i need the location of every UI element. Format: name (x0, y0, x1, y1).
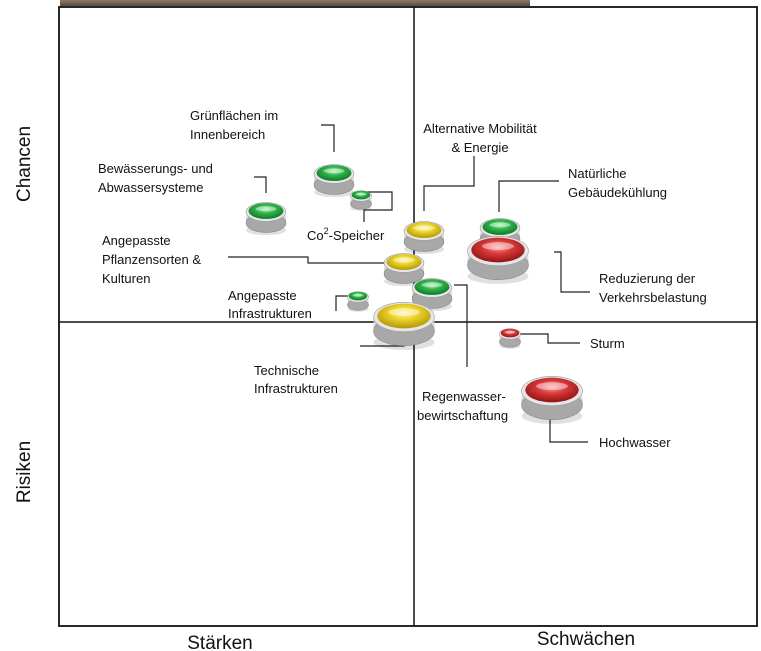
bubble-reduzierung-der-verkehrsbelastung (467, 236, 529, 284)
bubble-bewaesserungs-und-abwassersysteme (245, 202, 287, 236)
bubble-angepasste-infrastrukturen (347, 291, 369, 312)
label-reduzierung-line2: Verkehrsbelastung (599, 290, 707, 305)
label-regenwasser-line2: bewirtschaftung (417, 408, 508, 423)
label-sturm: Sturm (590, 336, 625, 351)
label-infrastrukturen-line1: Angepasste (228, 288, 297, 303)
bubble-disc (248, 203, 284, 219)
bubble-alternative-mobilitaet-energie (403, 221, 445, 255)
bubble-highlight (482, 242, 514, 251)
axis-label-schwaechen: Schwächen (537, 629, 635, 650)
leader-hochwasser (549, 410, 588, 443)
bubble-sturm (499, 328, 521, 349)
bubble-highlight (421, 282, 443, 288)
bubble-highlight (489, 222, 511, 228)
bubble-highlight (352, 293, 364, 297)
bubble-disc (348, 291, 368, 301)
leader-gruenflaechen (321, 124, 335, 152)
chart-frame (58, 6, 758, 627)
leader-infrastrukturen (335, 295, 350, 311)
label-co2-speicher: Co2-Speicher (307, 226, 385, 243)
label-pflanzensorten-line2: Pflanzensorten & (102, 252, 201, 267)
label-co2-superscript: 2 (324, 226, 329, 236)
bubble-disc (414, 279, 450, 295)
leader-sturm (520, 333, 580, 344)
label-co2-suffix: -Speicher (329, 228, 385, 243)
label-alternative-line2: & Energie (451, 140, 508, 155)
leader-co2 (363, 191, 393, 222)
leader-regenwasser (454, 284, 468, 367)
bubble-co-speicher (350, 190, 372, 211)
bubble-technische-infrastrukturen (373, 301, 435, 350)
bubble-labels: Grünflächen im Innenbereich Bewässerungs… (98, 108, 707, 450)
bubble-highlight (393, 257, 415, 263)
label-infrastrukturen-line2: Infrastrukturen (228, 306, 312, 321)
bubble-highlight (536, 382, 568, 391)
bubble-disc (351, 190, 371, 200)
bubble-highlight (388, 308, 420, 317)
bubble-highlight (504, 330, 516, 334)
label-co2-prefix: Co (307, 228, 324, 243)
label-natuerliche-line2: Gebäudekühlung (568, 185, 667, 200)
label-hochwasser: Hochwasser (599, 435, 671, 450)
label-technische-line1: Technische (254, 363, 319, 378)
axis-label-chancen: Chancen (14, 126, 35, 202)
bubble-hochwasser (521, 375, 583, 424)
bubble-gruenflaechen-im-innenbereich (313, 164, 355, 198)
bubble-highlight (255, 206, 277, 212)
label-pflanzensorten-line1: Angepasste (102, 233, 171, 248)
leader-natuerliche (498, 180, 559, 212)
leader-pflanzensorten (228, 256, 384, 264)
label-natuerliche-line1: Natürliche (568, 166, 627, 181)
bubble-disc (471, 237, 525, 263)
bubble-disc (316, 165, 352, 181)
leader-alternative (423, 156, 475, 211)
axis-label-risiken: Risiken (14, 441, 35, 503)
bubble-disc (406, 222, 442, 238)
label-bewaesserung-line2: Abwassersysteme (98, 180, 203, 195)
bubble-disc (377, 303, 431, 329)
axis-label-staerken: Stärken (187, 633, 252, 651)
top-decorative-bar (60, 0, 530, 6)
leader-reduzierung (554, 251, 590, 293)
label-technische-line2: Infrastrukturen (254, 381, 338, 396)
label-bewaesserung-line1: Bewässerungs- und (98, 161, 213, 176)
bubble-disc (386, 254, 422, 270)
label-alternative-line1: Alternative Mobilität (423, 121, 537, 136)
bubble-disc (525, 377, 579, 403)
bubble-highlight (355, 192, 367, 196)
label-regenwasser-line1: Regenwasser- (422, 389, 506, 404)
label-gruenflaechen-line1: Grünflächen im (190, 108, 278, 123)
bubble-highlight (323, 168, 345, 174)
bubble-layer (245, 164, 583, 424)
label-pflanzensorten-line3: Kulturen (102, 271, 150, 286)
label-gruenflaechen-line2: Innenbereich (190, 127, 265, 142)
bubble-disc (482, 219, 518, 235)
label-reduzierung-line1: Reduzierung der (599, 271, 696, 286)
bubble-highlight (413, 225, 435, 231)
bubble-disc (500, 328, 520, 338)
leader-bewaesserung (254, 176, 267, 193)
